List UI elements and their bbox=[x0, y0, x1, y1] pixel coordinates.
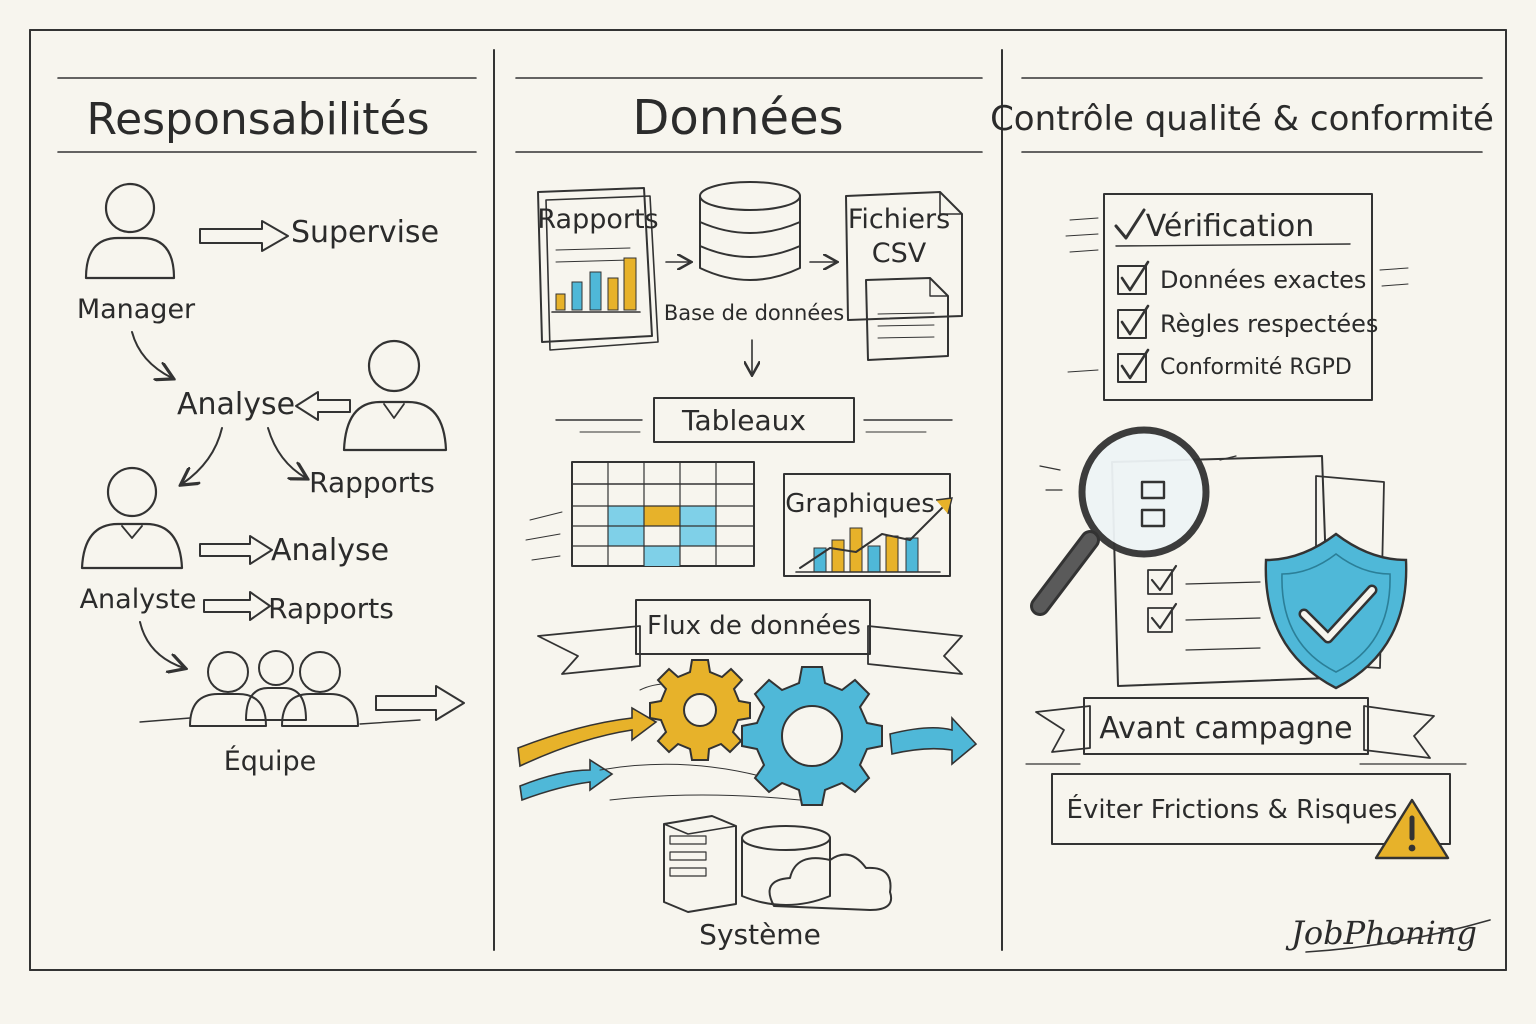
curved-arrow-icon bbox=[267, 427, 306, 478]
frame bbox=[29, 29, 1507, 971]
label-rapports-doc: Rapports bbox=[537, 204, 658, 235]
analyst-person-icon bbox=[342, 339, 448, 452]
brand-underline bbox=[1305, 919, 1491, 953]
checkbox-icon bbox=[1147, 602, 1178, 633]
database-icon bbox=[741, 825, 831, 906]
checkbox-icon bbox=[1117, 348, 1150, 383]
column-responsibilities: Responsabilités Manager Supervise Analys… bbox=[57, 77, 477, 777]
curved-arrow-icon bbox=[139, 621, 184, 668]
arrow-icon bbox=[199, 220, 289, 252]
arrow-icon bbox=[295, 391, 351, 421]
checklist-item-1: Données exactes bbox=[1160, 266, 1366, 294]
curved-arrow-icon bbox=[182, 427, 223, 484]
shield-check-icon bbox=[1264, 532, 1408, 690]
label-manager: Manager bbox=[77, 294, 196, 325]
magnifier-icon bbox=[1030, 426, 1237, 616]
label-csv-line2: CSV bbox=[872, 238, 927, 269]
label-database: Base de données bbox=[664, 301, 844, 325]
column-title-quality: Contrôle qualité & conformité bbox=[990, 99, 1494, 139]
column-data: Données Rapports Base de données bbox=[515, 77, 983, 951]
csv-file-icon bbox=[845, 191, 963, 361]
label-analyste: Analyste bbox=[80, 584, 197, 615]
checklist-card bbox=[1065, 193, 1409, 401]
analyste-person-icon bbox=[80, 466, 184, 570]
bar-chart-icon bbox=[783, 473, 953, 577]
label-flux: Flux de données bbox=[647, 611, 861, 641]
tableaux-label-box bbox=[555, 397, 953, 443]
label-rapports-right: Rapports bbox=[309, 466, 435, 499]
warning-box bbox=[1051, 773, 1451, 845]
report-document-icon bbox=[537, 187, 659, 351]
gear-icon bbox=[741, 666, 883, 806]
column-title-responsibilities: Responsabilités bbox=[86, 94, 429, 145]
checklist-item-2: Règles respectées bbox=[1160, 310, 1378, 338]
cloud-icon bbox=[768, 853, 892, 911]
checkbox-icon bbox=[1117, 260, 1150, 295]
label-analyse-center: Analyse bbox=[177, 387, 295, 422]
warning-icon bbox=[1374, 798, 1450, 860]
label-analyse-out: Analyse bbox=[271, 533, 389, 568]
gear-icon bbox=[649, 659, 751, 761]
manager-person-icon bbox=[84, 182, 176, 280]
label-equipe: Équipe bbox=[224, 745, 317, 777]
column-quality: Contrôle qualité & conformité Vérificati… bbox=[990, 77, 1494, 953]
label-supervise: Supervise bbox=[291, 215, 439, 250]
arrow-icon bbox=[203, 591, 271, 621]
checkbox-icon bbox=[1117, 304, 1150, 339]
campaign-banner bbox=[1025, 697, 1467, 765]
flow-arrows bbox=[517, 683, 978, 802]
column-title-data: Données bbox=[632, 90, 843, 146]
campaign-banner-label: Avant campagne bbox=[1099, 711, 1352, 746]
checkbox-icon bbox=[1147, 564, 1178, 595]
checklist-item-3: Conformité RGPD bbox=[1160, 355, 1352, 380]
label-graphiques: Graphiques bbox=[785, 489, 935, 519]
brand-logo: JobPhoning bbox=[1285, 914, 1477, 952]
server-icon bbox=[663, 815, 737, 913]
team-icon bbox=[139, 650, 421, 727]
arrow-icon bbox=[199, 535, 273, 565]
label-rapports-out: Rapports bbox=[268, 592, 394, 625]
label-tableaux: Tableaux bbox=[681, 404, 806, 437]
warning-label: Éviter Frictions & Risques bbox=[1067, 793, 1398, 825]
curved-arrow-icon bbox=[131, 331, 172, 378]
flux-banner bbox=[537, 599, 963, 675]
label-systeme: Système bbox=[699, 918, 821, 951]
label-csv-line1: Fichiers bbox=[848, 204, 950, 235]
table-icon bbox=[525, 461, 755, 567]
arrow-icon bbox=[375, 685, 465, 721]
checklist-heading: Vérification bbox=[1146, 209, 1315, 244]
database-icon bbox=[699, 181, 801, 281]
